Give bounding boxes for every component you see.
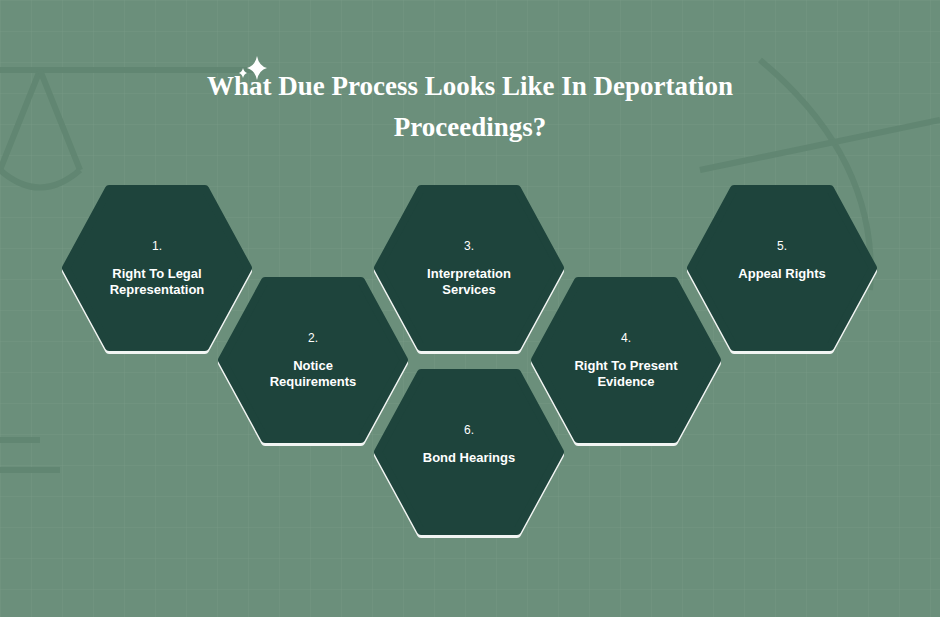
step-number: 2. [253,330,373,346]
hexagon-step: 2. Notice Requirements [218,277,408,443]
hexagon-step: 6. Bond Hearings [374,369,564,535]
step-label: Appeal Rights [722,266,842,282]
step-label: Interpretation Services [409,266,529,298]
step-number: 4. [566,330,686,346]
step-label: Right To Present Evidence [566,358,686,390]
hexagon-step: 5. Appeal Rights [687,185,877,351]
step-number: 6. [409,422,529,438]
hexagon-step: 3. Interpretation Services [374,185,564,351]
step-label: Bond Hearings [409,450,529,466]
step-number: 1. [97,238,217,254]
step-number: 5. [722,238,842,254]
hexagon-step: 1. Right To Legal Representation [62,185,252,351]
diagram-title: What Due Process Looks Like In Deportati… [170,66,770,148]
step-number: 3. [409,238,529,254]
step-label: Right To Legal Representation [97,266,217,298]
step-label: Notice Requirements [253,358,373,390]
hexagon-step: 4. Right To Present Evidence [531,277,721,443]
